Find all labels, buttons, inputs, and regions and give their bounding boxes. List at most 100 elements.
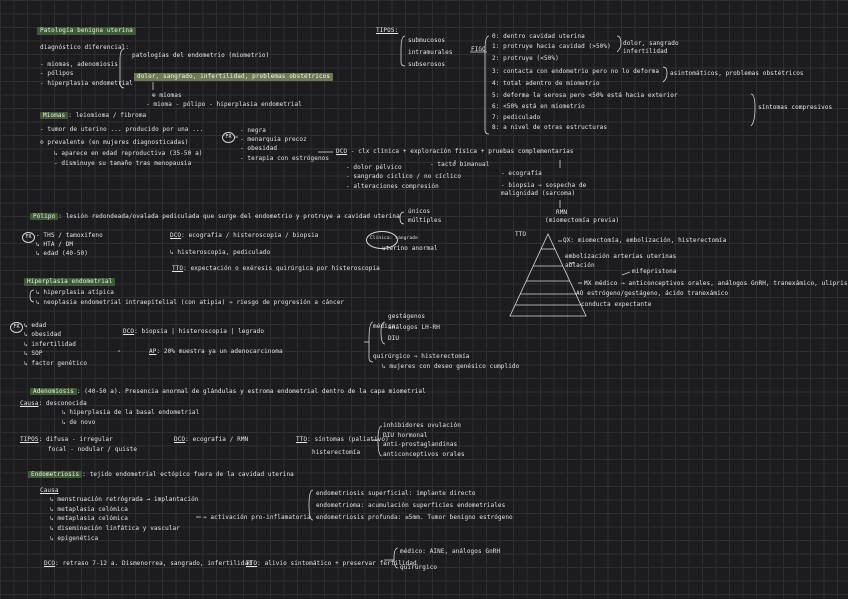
tto-line: TTO: síntomas (paliativo) [296,436,389,443]
mioma-line: - disminuye su tamaño tras menopausia [54,160,192,167]
dco-item: - alteraciones compresión [346,183,439,190]
tto-item: ↳ mujeres con deseo genésico cumplido [382,363,520,370]
causa-item: ↳ metaplasia celómica [50,506,128,513]
section-title-miomas: Miomas: leiomioma / fibroma [40,112,146,120]
pyramid-label: TTO [515,231,527,238]
causa-item: ↳ menstruación retrógrada → implantación [50,496,199,503]
fr-item: ↳ obesidad [24,331,62,338]
fr-item: ↳ infertilidad [24,341,76,348]
fr-item: ↳ edad (40-50) [36,250,88,257]
pyramid-level: embolización arterias uterinas [565,253,677,260]
figo-item: 7: pediculado [492,114,541,121]
hiperplasia-line: ↳ neoplasia endometrial intraepitelial (… [36,299,345,306]
fr-item: ↳ factor genético [24,360,88,367]
tto-item: DIU hormonal [383,432,428,439]
tipos-label: TIPOS: [376,27,399,34]
fr-item: ↳ edad [24,322,47,329]
polipo-count: únicos [408,208,431,215]
tto-item: anticonceptivos orales [383,451,465,458]
figo-item: 2: protruye (<50%) [492,55,559,62]
tipo-item: intramurales [408,49,453,56]
dco-line: DCO: ecografía / histeroscopia / biopsia [170,232,319,239]
ddx-right-highlight: dolor, sangrado, infertilidad, problemas… [134,73,334,81]
causa-item: ↳ de novo [62,419,96,426]
fr-circle: FR [10,322,23,333]
tto-item: quirúrgico ⇒ histerectomía [373,353,470,360]
dco-item: - biopsia ⇒ sospecha de malignidad (sarc… [501,182,587,197]
dco-line: DCO: biopsia | histeroscopia | legrado [123,328,265,335]
type-item: endometrioma: acumulación superficies en… [316,502,506,509]
ddx-item: - pólipos [40,70,74,77]
figo-group: dolor, sangrado [623,40,679,47]
fr-item: ↳ HTA / DM [36,241,74,248]
dco-line: DCO - clx clínica + exploración física +… [336,148,574,155]
fr-item: - negra [240,127,266,134]
pyramid-level: AO estrógeno/gestágeno, ácido tranexámic… [576,290,729,297]
section-title-polipo: Pólipo: lesión redondeada/ovalada pedicu… [30,213,400,221]
mioma-line: - tumor de uterino ... producido por una… [40,126,204,133]
figo-group: síntomas compresivos [758,104,833,111]
causa-result: ⇒ activación pro-inflamatoria [203,514,311,521]
ddx-right: - mioma - pólipo - hiperplasia endometri… [146,101,302,108]
causa-item: ↳ hiperplasia de la basal endometrial [62,409,200,416]
dco-item: - dolor pélvico [346,164,402,171]
tto-item: análogos LH-RH [388,324,440,331]
tipo-item: submucosos [408,37,446,44]
ddx-intro: diagnóstico diferencial: [40,44,130,51]
figo-label: FIGO [471,46,486,53]
dco-item: - tacto bimanual [430,161,490,168]
section-title-hiperplasia: Hiperplasia endometrial [24,278,116,286]
type-item: endometriosis superficial: implante dire… [316,490,476,497]
tto-item: quirúrgico [400,564,438,571]
section-title-adenomiosis: Adenomiosis: (40-50 a). Presencia anorma… [30,388,426,396]
fr-item: - menarquia precoz [240,136,307,143]
fr-item: ↳ SOP [24,350,43,357]
tto-item: médico: AINE, análogos GnRH [400,548,501,555]
fr-circle: FR [222,132,235,143]
pyramid-level: QX: miomectomía, embolización, histerect… [563,237,727,244]
tto-item: inhibidores ovulación [383,422,461,429]
tto-item: médica [373,323,396,330]
fr-item: - terapia con estrógenos [240,155,330,162]
clinica-text: uterino anormal [382,245,438,252]
figo-group: asintomáticos, problemas obstétricos [670,70,804,77]
tto-item: gestágenos [388,313,426,320]
section-title-endometriosis: Endometriosis: tejido endometrial ectópi… [28,471,294,479]
figo-item: 0: dentro cavidad uterina [492,33,585,40]
fr-item: - THS / tamoxifeno [36,232,103,239]
hiperplasia-line: ↳ hiperplasia atípica [36,289,114,296]
section-title-patologia: Patología benigna uterina [37,27,136,35]
tipo-item: subserosos [408,61,446,68]
tipos-line: TIPOS: difusa - irregular [20,436,113,443]
figo-item: 3: contacta con endometrio pero no lo de… [492,68,660,75]
mioma-line: ↳ aparece en edad reproductiva (35-50 a) [54,150,203,157]
pyramid-level: mifepristona [632,268,677,275]
causa-item: ↳ metaplasia celómica [50,515,128,522]
polipo-count: múltiples [408,217,442,224]
tto-line: histerectomía [312,449,361,456]
mioma-line: ⊙ prevalente (en mujeres diagnosticadas) [40,139,189,146]
dco-item: RMN [556,209,568,216]
dco-item: - ecografía [501,170,542,177]
dco-item: (miomectomía previa) [545,217,620,224]
ddx-item: - miomas, adenomiosis [40,61,118,68]
dco-line: DCO: ecografía / RMN [174,436,249,443]
causa-label: Causa [40,487,59,494]
figo-item: 5: deforma la serosa pero <50% está haci… [492,92,678,99]
tto-item: DIU [388,335,400,342]
ddx-item: - hiperplasia endometrial [40,80,133,87]
tto-line: TTO: alivio sintomático + preservar fert… [246,560,417,567]
figo-item: 1: protruye hacia cavidad (>50%) [492,43,611,50]
ddx-right: ⊕ miomas [152,92,182,99]
tto-item: anti-prostaglandinas [383,441,458,448]
dco-line: DCO: retraso 7-12 a. Dismenorrea, sangra… [44,560,252,567]
figo-group: infertilidad [623,48,668,55]
fr-circle: FR [22,232,35,243]
fr-item: - obesidad [240,145,278,152]
dco-item: - sangrado cíclico / no cíclico [346,173,462,180]
causa-item: ↳ epigenética [50,535,99,542]
tto-line: TTO: expectación o exéresis quirúrgica p… [172,265,380,272]
figo-item: 6: <50% está en miometrio [492,103,585,110]
